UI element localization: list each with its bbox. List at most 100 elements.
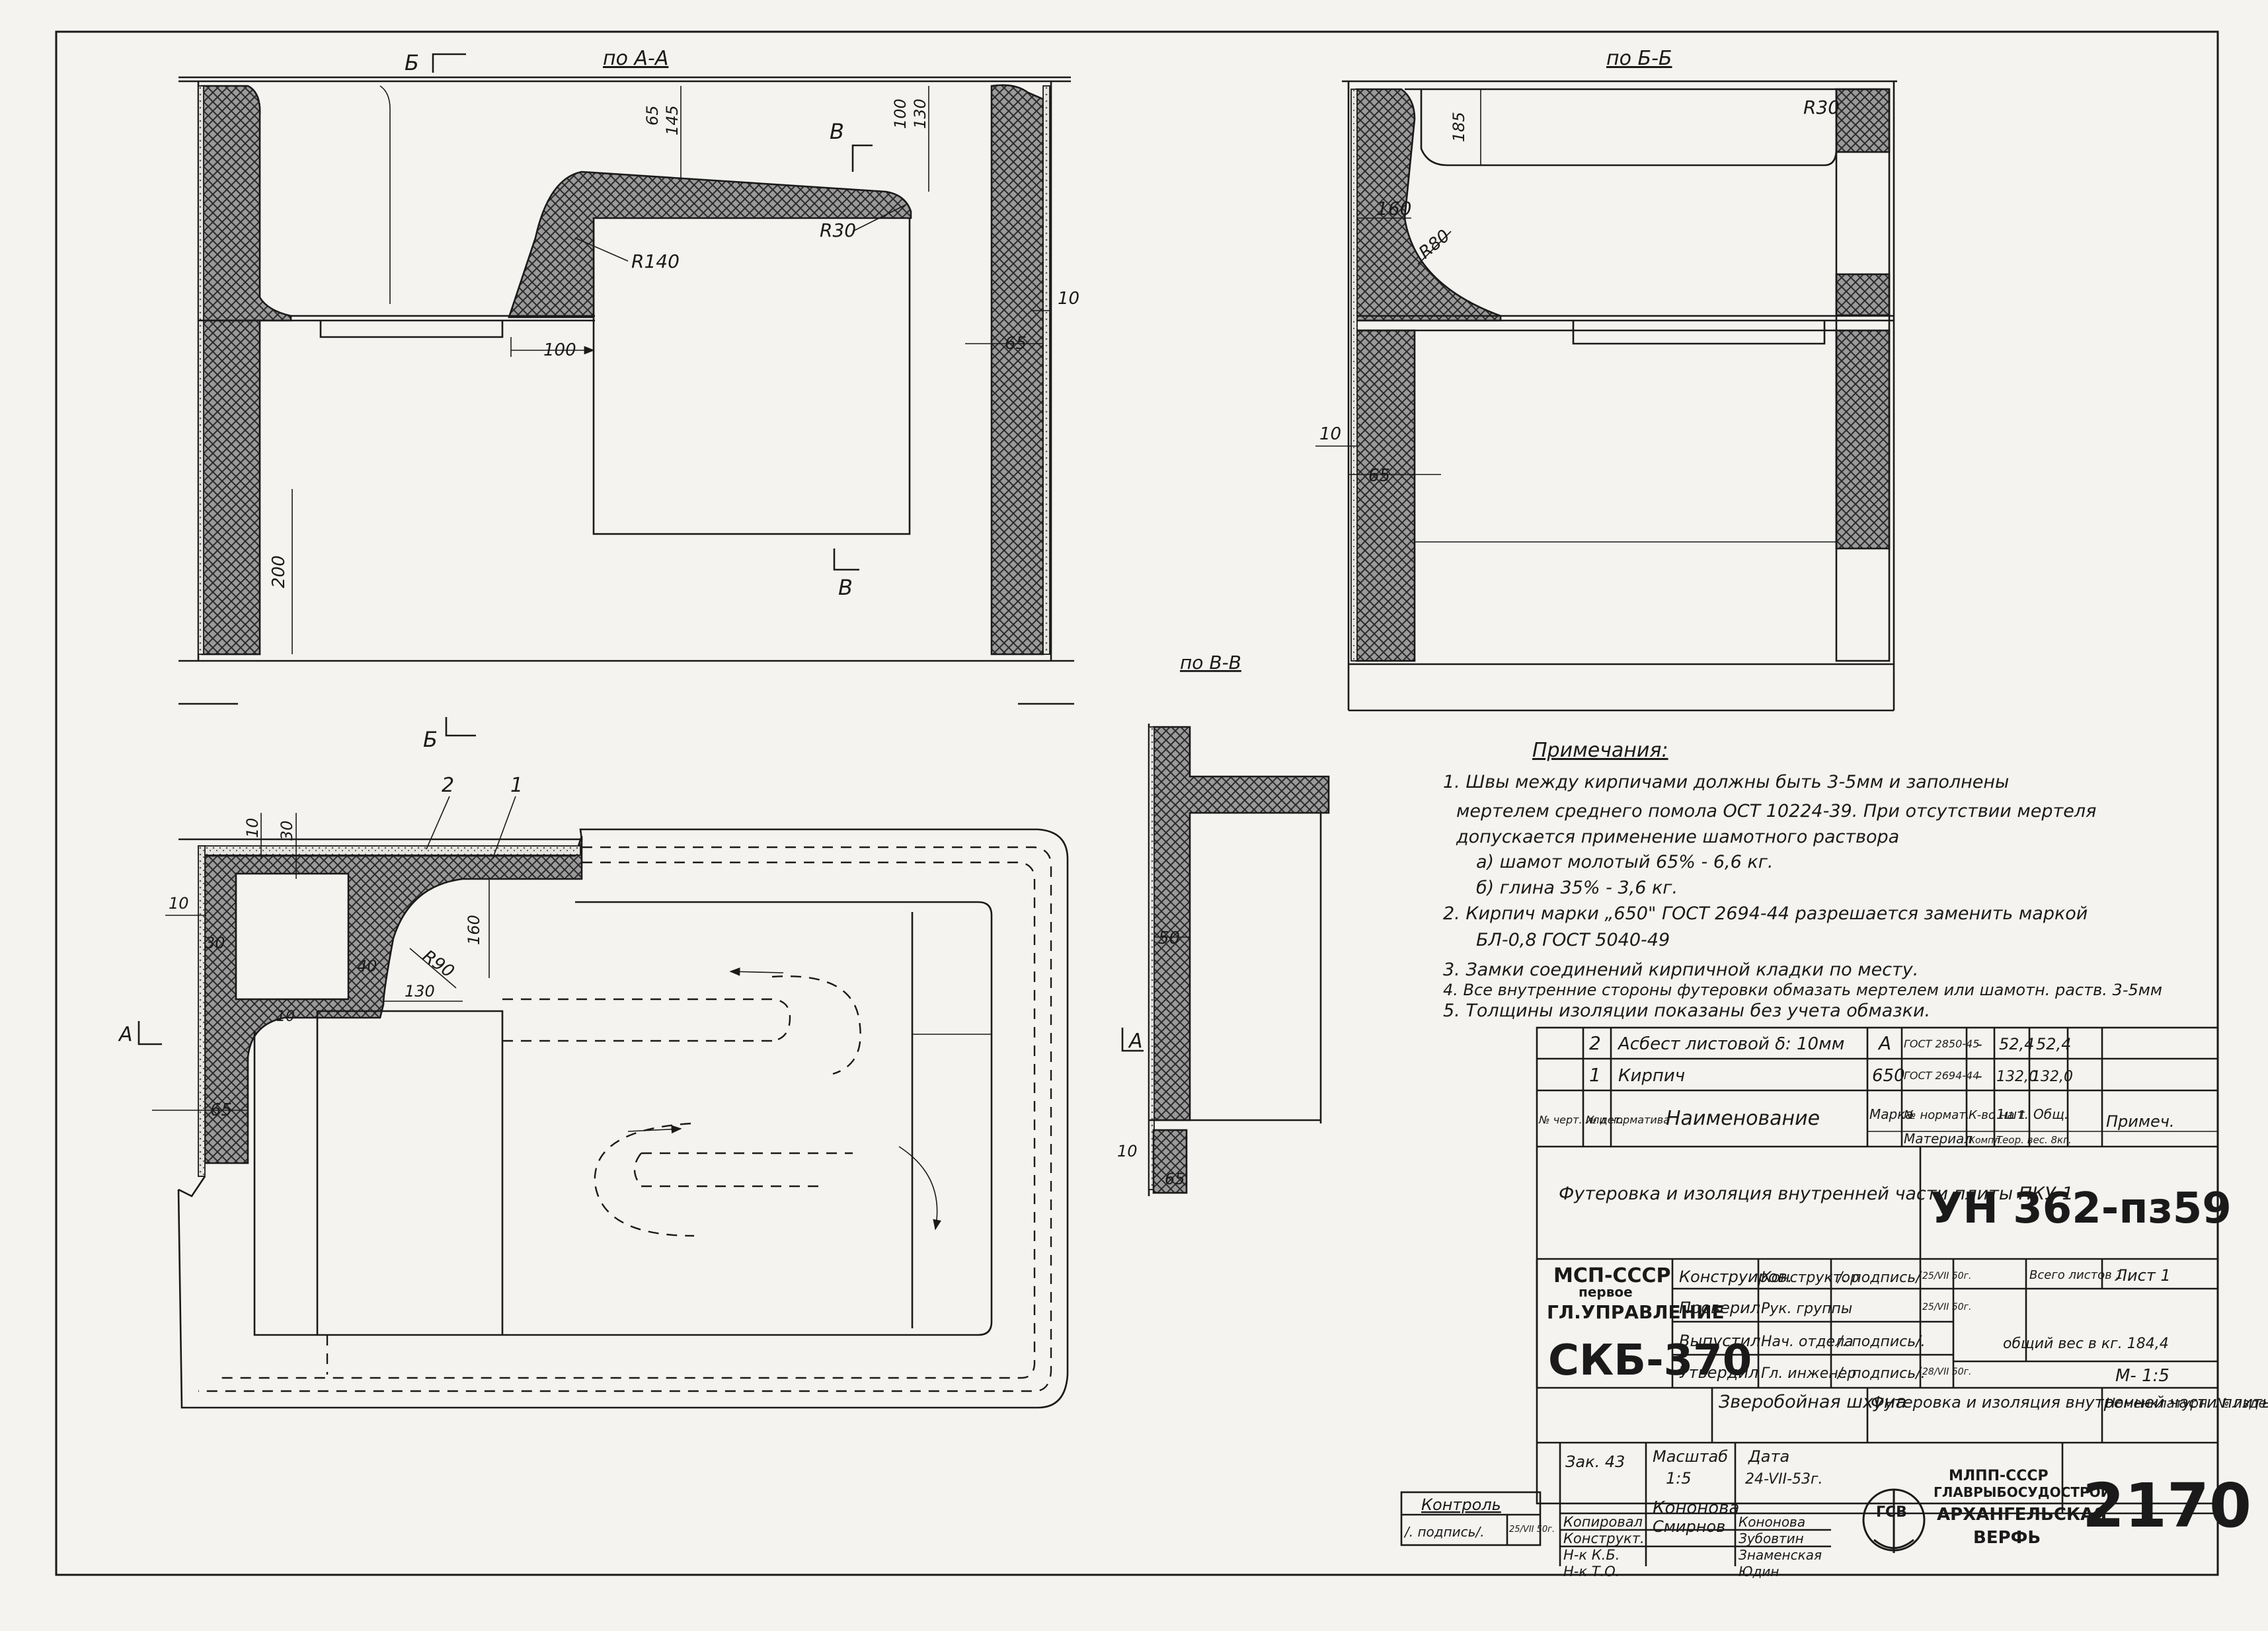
dim-145: 145 (663, 105, 682, 135)
tb-person-role-1: Копировал (1563, 1514, 1643, 1530)
pos-1: 1 (510, 774, 523, 797)
bom-row-1-mark: 650 (1872, 1066, 1905, 1086)
tb-description: Футеровка и изоляция внутренней части пл… (1559, 1184, 2074, 1204)
note-line-5: б) глина 35% - 3,6 кг. (1476, 878, 1678, 898)
bom-head-det: № дет. (1585, 1114, 1623, 1126)
dim-100-a: 100 (891, 98, 910, 129)
note-line-9: 4. Все внутренние стороны футеровки обма… (1443, 981, 2162, 999)
notes-block: Примечания: 1. Швы между кирпичами должн… (1443, 739, 2162, 1021)
dim-65-b: 65 (1005, 334, 1027, 354)
control-title: Контроль (1421, 1496, 1501, 1514)
dim-30-a: 30 (278, 820, 296, 841)
tb-nomenclature: Номенклатурн. № изделия (2105, 1395, 2268, 1411)
dim-r90: R90 (418, 946, 457, 982)
tb-sign-4: /. подпись/. (1836, 1365, 1926, 1382)
tb-person-role-2: Конструкт. (1563, 1531, 1645, 1546)
outer-frame (55, 30, 2219, 1576)
dim-65-d: 65 (210, 1100, 232, 1120)
note-line-8: 3. Замки соединений кирпичной кладки по … (1443, 960, 1918, 980)
dim-65-a: 65 (643, 105, 662, 126)
dim-160-a: 160 (1376, 198, 1411, 219)
marker-v-bottom: В (838, 575, 853, 600)
dim-r140: R140 (631, 250, 680, 272)
tb-person-name-1: Кононова (1739, 1514, 1805, 1530)
section-bb: по Б-Б R30 185 160 R80 10 65 (1315, 47, 1897, 712)
tb-post-2: Рук. группы (1761, 1301, 1852, 1317)
bom-head-unit: 1шт. (1996, 1106, 2029, 1122)
tb-date: 24-VII-53г. (1745, 1471, 1823, 1488)
section-vv-label: по В-В (1180, 652, 1241, 673)
notes-title: Примечания: (1532, 739, 1668, 762)
tb-scale-m: М- 1:5 (2115, 1366, 2170, 1386)
tb-sheet: Лист 1 (2115, 1266, 2171, 1285)
tb-title-2: Футеровка и изоляция внутренней части пл… (1871, 1393, 2268, 1412)
dim-50: 50 (1158, 929, 1180, 948)
dim-10-f: 10 (1117, 1142, 1138, 1160)
tb-person-role-4: Н-к Т.О. (1563, 1564, 1620, 1579)
bom-row-2-qty: - (1976, 1035, 1982, 1053)
tb-person-name-4: Юдин (1739, 1564, 1779, 1579)
tb-org-2: первое (1579, 1284, 1633, 1300)
dim-185: 185 (1450, 112, 1468, 142)
tb-person-name-3: Знаменская (1739, 1547, 1822, 1563)
title-block: Футеровка и изоляция внутренней части пл… (1536, 1147, 2268, 1579)
tb-order: Зак. 43 (1565, 1453, 1625, 1471)
bom-row-1-w1: 132,0 (1996, 1069, 2038, 1085)
section-aa-label: по А-А (603, 47, 668, 70)
tb-person-role-3: Н-к К.Б. (1563, 1547, 1620, 1563)
tb-number: 2170 (2082, 1470, 2251, 1541)
bom-row-1-gost: ГОСТ 2694-44 (1904, 1069, 1979, 1082)
shipyard-logo: ГСВ (1862, 1488, 1926, 1553)
control-date: 25/VII 50г. (1509, 1525, 1555, 1535)
bom-row-2-name: Асбест листовой δ: 10мм (1617, 1034, 1844, 1054)
tb-date-1: 25/VII 50г. (1922, 1271, 1971, 1281)
tb-role-3: Выпустил (1679, 1332, 1760, 1350)
note-line-7: БЛ-0,8 ГОСТ 5040-49 (1476, 930, 1670, 950)
dim-10-c: 10 (243, 817, 262, 838)
pos-2: 2 (442, 774, 454, 797)
bom-table: 2 Асбест листовой δ: 10мм А ГОСТ 2850-45… (1536, 1026, 2219, 1505)
note-line-2: мертелем среднего помола ОСТ 10224-39. П… (1456, 801, 2096, 821)
marker-b-bottom: Б (423, 727, 438, 752)
note-line-1: 1. Швы между кирпичами должны быть 3-5мм… (1443, 772, 2009, 792)
dim-160-b: 160 (465, 915, 483, 945)
dim-200: 200 (269, 555, 289, 588)
dim-100-b: 100 (543, 340, 576, 360)
bb-upper-liner (1355, 88, 1502, 322)
bom-row-2-w2: 52,4 (2036, 1035, 2071, 1053)
tb-person-name-2: Зубовтин (1739, 1531, 1804, 1546)
section-vv: по В-В 50 А 10 65 (1117, 652, 1330, 1196)
dim-10-b: 10 (1319, 424, 1341, 444)
note-line-3: допускается применение шамотного раствор… (1456, 827, 1899, 847)
plan-view: 2 1 10 30 10 30 160 R90 40 130 10 А 65 (118, 774, 1069, 1409)
section-bb-label: по Б-Б (1606, 47, 1672, 70)
bom-head-material: Материал (1904, 1131, 1973, 1147)
bom-head-mark: Марка (1869, 1106, 1914, 1122)
bom-row-2-w1: 52,4 (1999, 1035, 2034, 1053)
bom-head-name: Наименование (1666, 1107, 1820, 1130)
dim-130-b: 130 (405, 982, 435, 1001)
tb-role-1: Конструиров. (1679, 1268, 1792, 1286)
bom-row-2-gost: ГОСТ 2850-45 (1904, 1038, 1979, 1050)
tb-org-1: МСП-СССР (1553, 1264, 1670, 1287)
section-aa: по А-А Б 100 R140 R30 65 145 100 (178, 47, 1079, 752)
marker-a-left: А (118, 1023, 133, 1046)
right-wall (990, 84, 1044, 656)
tb-org-4: СКБ-370 (1548, 1336, 1752, 1385)
bom-head-norm: № нормат. (1903, 1108, 1969, 1122)
tb-scale-label: Масштаб (1653, 1447, 1728, 1466)
note-line-10: 5. Толщины изоляции показаны без учета о… (1443, 1001, 1930, 1021)
tb-sign-1: /. подпись/ (1836, 1270, 1922, 1286)
bom-row-2-pos: 2 (1589, 1032, 1601, 1054)
dim-30-b: 30 (205, 934, 225, 952)
tb-drawing-code: УН 362-пз59 (1930, 1184, 2232, 1233)
bom-head-weight: Теор. вес. 8кг. (1996, 1134, 2072, 1146)
tb-yard-4: ВЕРФЬ (1973, 1528, 2041, 1548)
marker-v-top: В (830, 119, 844, 144)
note-line-6: 2. Кирпич марки „650" ГОСТ 2694-44 разре… (1443, 903, 2088, 924)
note-line-4: а) шамот молотый 65% - 6,6 кг. (1476, 852, 1773, 872)
tb-sign-3: /. подпись/. (1836, 1334, 1926, 1350)
bom-row-1-pos: 1 (1589, 1064, 1601, 1086)
bom-row-1-name: Кирпич (1618, 1066, 1685, 1086)
